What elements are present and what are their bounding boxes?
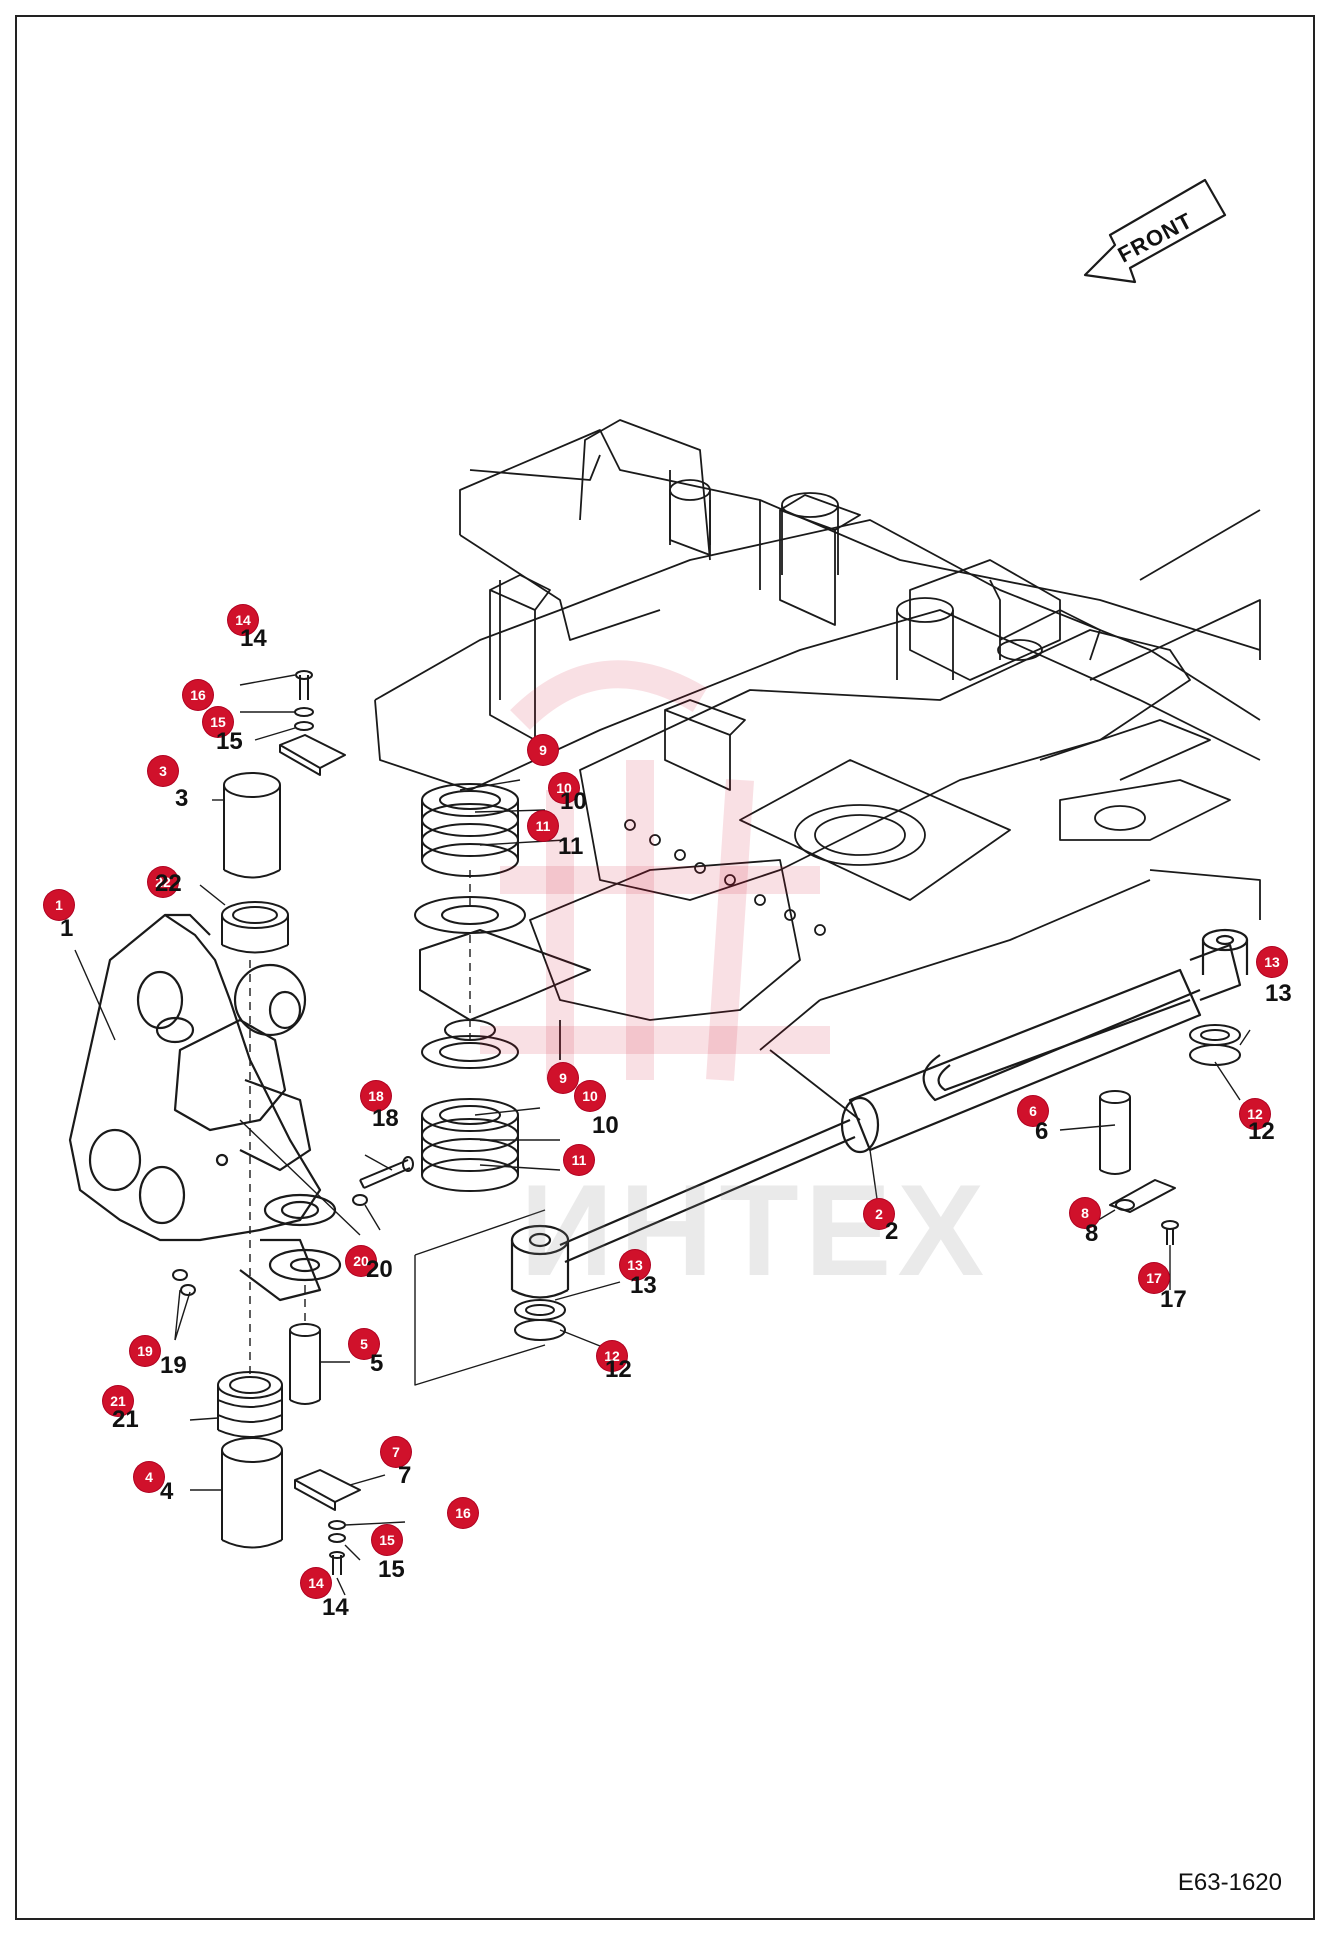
label-15: 15 <box>216 728 243 755</box>
label-1: 1 <box>60 915 74 942</box>
label-18: 18 <box>372 1105 399 1132</box>
label-14: 14 <box>240 625 267 652</box>
leader-lines <box>74 674 1251 1596</box>
callout-11[interactable]: 11 <box>564 1145 594 1175</box>
label-10: 10 <box>592 1112 619 1139</box>
label-10: 10 <box>560 788 587 815</box>
callout-21[interactable]: 21 <box>103 1386 133 1416</box>
callout-7[interactable]: 7 <box>381 1437 411 1467</box>
swing-bracket <box>68 913 342 1302</box>
callout-10[interactable]: 10 <box>575 1081 605 1111</box>
label-3: 3 <box>175 785 189 812</box>
callout-15[interactable]: 15 <box>203 707 233 737</box>
callout-15[interactable]: 15 <box>372 1525 402 1555</box>
callout-10[interactable]: 10 <box>549 773 579 803</box>
watermark-emblem <box>480 660 830 1081</box>
callout-13[interactable]: 13 <box>620 1250 650 1280</box>
label-17: 17 <box>1160 1286 1187 1313</box>
drawing-code: E63-1620 <box>1177 1869 1282 1896</box>
callout-19[interactable]: 19 <box>130 1336 160 1366</box>
label-7: 7 <box>398 1462 412 1489</box>
callout-9[interactable]: 9 <box>548 1063 578 1093</box>
label-6: 6 <box>1035 1118 1049 1145</box>
callout-14[interactable]: 14 <box>301 1568 331 1598</box>
callout-22[interactable]: 22 <box>148 867 178 897</box>
callout-18[interactable]: 18 <box>361 1081 391 1111</box>
label-14: 14 <box>322 1594 349 1621</box>
callout-16[interactable]: 16 <box>448 1498 478 1528</box>
callout-17[interactable]: 17 <box>1139 1263 1169 1293</box>
callout-5[interactable]: 5 <box>349 1329 379 1359</box>
label-4: 4 <box>160 1478 174 1505</box>
spacer-stacks <box>414 783 591 1192</box>
seal-rings <box>514 1024 1241 1341</box>
label-5: 5 <box>370 1350 384 1377</box>
label-19: 19 <box>160 1352 187 1379</box>
label-13: 13 <box>630 1272 657 1299</box>
callout-9[interactable]: 9 <box>528 735 558 765</box>
label-15: 15 <box>378 1556 405 1583</box>
callout-8[interactable]: 8 <box>1070 1198 1100 1228</box>
callout-2[interactable]: 2 <box>864 1199 894 1229</box>
label-13: 13 <box>1265 980 1292 1007</box>
label-20: 20 <box>366 1256 393 1283</box>
callout-14[interactable]: 14 <box>228 605 258 635</box>
callout-20[interactable]: 20 <box>346 1246 376 1276</box>
callout-11[interactable]: 11 <box>528 811 558 841</box>
callout-4[interactable]: 4 <box>134 1462 164 1492</box>
drawing-frame <box>15 15 1315 1920</box>
callout-1[interactable]: 1 <box>44 890 74 920</box>
label-22: 22 <box>155 870 182 897</box>
label-21: 21 <box>112 1406 139 1433</box>
callout-6[interactable]: 6 <box>1018 1096 1048 1126</box>
label-11: 11 <box>558 833 584 860</box>
label-2: 2 <box>885 1218 899 1245</box>
callout-12[interactable]: 12 <box>597 1341 627 1371</box>
hydraulic-cylinder <box>510 928 1249 1299</box>
callout-3[interactable]: 3 <box>148 756 178 786</box>
callout-13[interactable]: 13 <box>1257 947 1287 977</box>
callout-16[interactable]: 16 <box>183 680 213 710</box>
label-12: 12 <box>1248 1118 1275 1145</box>
fasteners <box>172 670 1179 1575</box>
watermark-text: ИНТЕХ <box>520 1157 991 1303</box>
callout-12[interactable]: 12 <box>1240 1099 1270 1129</box>
upper-frame <box>374 419 1261 1121</box>
pins-and-bushings <box>217 772 1131 1549</box>
front-arrow-icon <box>1083 178 1227 284</box>
label-8: 8 <box>1085 1220 1099 1247</box>
label-12: 12 <box>605 1356 632 1383</box>
